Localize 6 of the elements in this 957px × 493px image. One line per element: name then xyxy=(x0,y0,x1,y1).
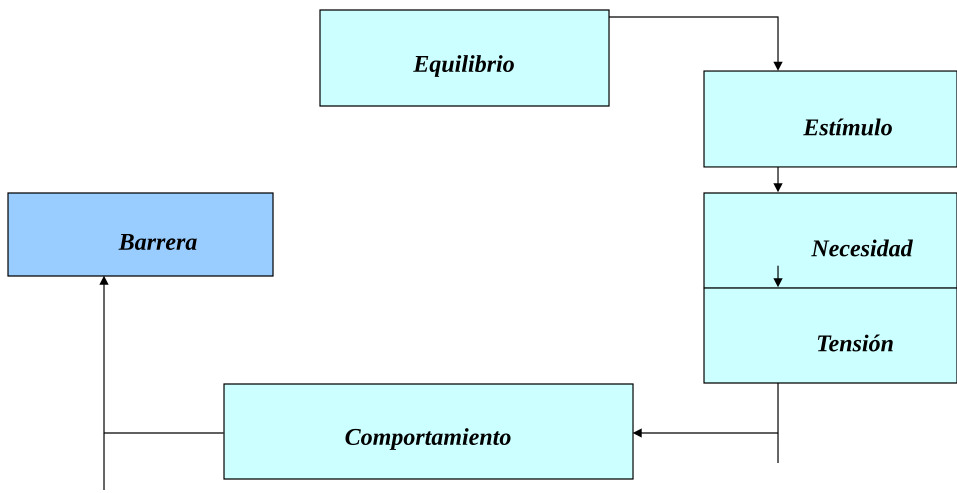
process-box: Equilibrio xyxy=(319,9,610,107)
process-box: Tensión xyxy=(703,287,957,384)
barrier-box: Barrera xyxy=(7,192,274,277)
process-box: Necesidad xyxy=(703,192,957,289)
process-box: Comportamiento xyxy=(223,383,634,480)
process-box: Estímulo xyxy=(703,70,957,168)
